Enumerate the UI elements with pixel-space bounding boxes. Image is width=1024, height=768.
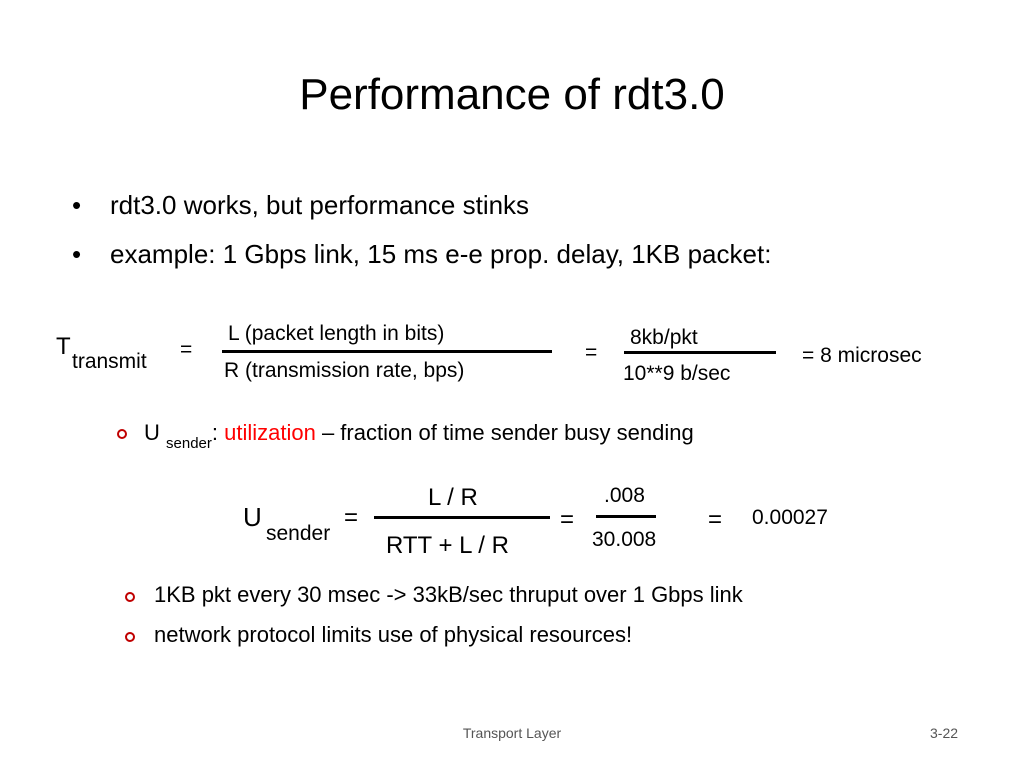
equals-sign: = <box>560 506 575 533</box>
t-subscript: transmit <box>72 350 147 373</box>
bullet-1: rdt3.0 works, but performance stinks <box>110 190 530 220</box>
sub-bullet-1: 1KB pkt every 30 msec -> 33kB/sec thrupu… <box>154 582 743 607</box>
fraction-bar <box>222 350 552 353</box>
sub-bullet-icon <box>125 592 135 602</box>
fraction-bar <box>596 515 656 518</box>
slide-number: 3-22 <box>930 725 959 741</box>
u-symbol: U <box>243 502 262 532</box>
fraction-numerator: .008 <box>604 484 645 507</box>
bullet-icon: • <box>72 239 82 269</box>
transmit-result: = 8 microsec <box>802 344 922 367</box>
equals-sign: = <box>180 338 193 361</box>
utilization-description: – fraction of time sender busy sending <box>315 420 694 445</box>
fraction-denominator: R (transmission rate, bps) <box>224 359 465 382</box>
bullet-2: example: 1 Gbps link, 15 ms e-e prop. de… <box>110 239 772 269</box>
u-subscript: sender <box>166 435 212 452</box>
sub-bullet-2: network protocol limits use of physical … <box>154 622 633 647</box>
equals-sign: = <box>708 506 723 533</box>
equals-sign: = <box>585 341 598 364</box>
fraction-denominator: RTT + L / R <box>386 532 509 559</box>
sub-bullet-icon <box>125 632 135 642</box>
bullet-icon: • <box>72 190 82 220</box>
sub-bullet-icon <box>117 429 127 439</box>
u-symbol: U <box>144 420 160 445</box>
equals-sign: = <box>344 504 359 531</box>
fraction-bar <box>624 351 776 354</box>
fraction-numerator: 8kb/pkt <box>630 326 698 349</box>
t-symbol: T <box>56 333 71 360</box>
u-subscript: sender <box>266 522 331 545</box>
sender-result: 0.00027 <box>752 506 828 529</box>
fraction-numerator: L / R <box>428 484 478 511</box>
colon: : <box>211 420 225 445</box>
slide-title: Performance of rdt3.0 <box>299 70 725 119</box>
fraction-denominator: 10**9 b/sec <box>623 362 731 385</box>
utilization-line: U sender: utilization – fraction of time… <box>144 420 694 452</box>
fraction-bar <box>374 516 550 519</box>
footer-center: Transport Layer <box>462 725 562 741</box>
utilization-highlight: utilization <box>224 420 316 445</box>
fraction-denominator: 30.008 <box>592 528 657 551</box>
fraction-numerator: L (packet length in bits) <box>228 322 445 345</box>
